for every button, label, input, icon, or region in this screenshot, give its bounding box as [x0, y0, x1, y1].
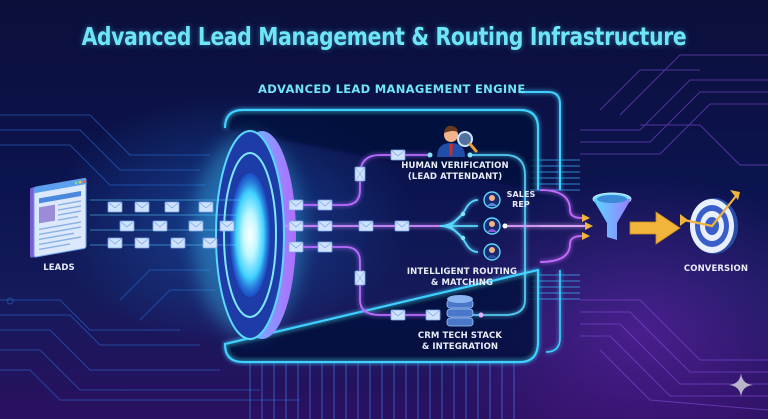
browser-window-icon — [30, 177, 87, 258]
funnel-input-arrows — [582, 214, 593, 240]
engine-label: ADVANCED LEAD MANAGEMENT ENGINE — [258, 82, 526, 96]
routing-label: INTELLIGENT ROUTING & MATCHING — [406, 267, 518, 288]
person-magnifier-icon — [437, 125, 478, 157]
circuit-traces-left — [0, 114, 300, 401]
sales-rep-avatars — [483, 191, 501, 261]
lead-stream — [90, 199, 240, 249]
circuit-traces-bottom — [249, 362, 515, 419]
conversion-label: CONVERSION — [683, 264, 749, 274]
page-title: Advanced Lead Management & Routing Infra… — [81, 22, 687, 51]
gold-arrow-icon — [629, 211, 681, 245]
database-icon — [446, 295, 474, 327]
portal-gateway-icon — [193, 130, 303, 340]
human-verification-label: HUMAN VERIFICATION (LEAD ATTENDANT) — [401, 161, 509, 182]
circuit-traces-right — [580, 54, 768, 411]
crm-label: CRM TECH STACK & INTEGRATION — [417, 331, 503, 352]
target-arrow-icon — [680, 190, 740, 254]
sales-rep-label: SALES REP — [506, 190, 536, 209]
leads-label: LEADS — [43, 263, 75, 273]
funnel-icon — [592, 192, 632, 240]
routing-paths — [285, 154, 585, 316]
sparkle-icon — [729, 373, 753, 397]
